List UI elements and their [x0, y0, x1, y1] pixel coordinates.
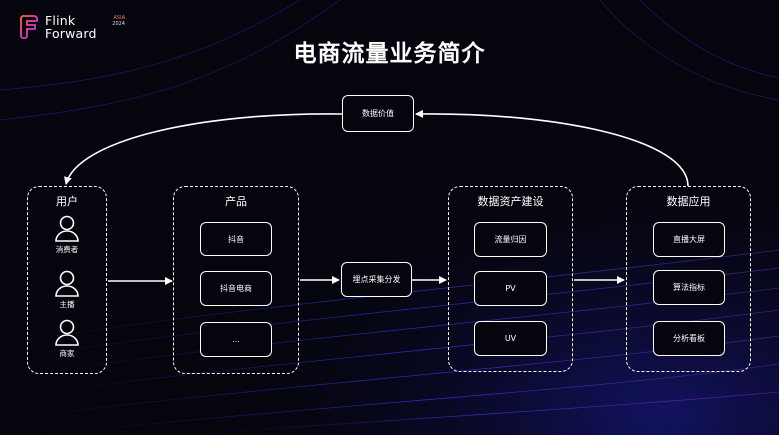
- app-item: 算法指标: [653, 270, 725, 305]
- persona-merchant: 商家: [37, 318, 97, 359]
- logo-line-2: Forward: [45, 26, 97, 41]
- logo-edition: ASIA 2024: [83, 15, 125, 27]
- asset-item: UV: [474, 321, 547, 356]
- logo-edition-year: 2024: [112, 21, 125, 27]
- data-assets-group: 数据资产建设: [448, 186, 573, 372]
- logo-edition-region: ASIA: [113, 15, 126, 21]
- asset-item: 流量归因: [474, 222, 547, 257]
- product-item: 抖音电商: [200, 271, 272, 306]
- data-assets-group-title: 数据资产建设: [477, 195, 544, 208]
- product-item: 抖音: [200, 222, 272, 256]
- persona-label: 主播: [59, 300, 75, 309]
- persona-streamer: 主播: [37, 269, 97, 310]
- persona-consumer: 消费者: [37, 214, 97, 255]
- page-title: 电商流量业务简介: [293, 41, 486, 67]
- data-apps-group: 数据应用: [626, 186, 751, 372]
- flink-forward-logo: Flink Forward ASIA 2024: [20, 13, 125, 41]
- products-group: 产品: [173, 186, 299, 374]
- user-icon: [55, 319, 79, 346]
- app-item: 直播大屏: [653, 222, 725, 257]
- logo-line-1: Flink: [45, 13, 76, 28]
- flink-forward-logo-icon: [20, 15, 38, 39]
- app-item: 分析看板: [653, 321, 725, 356]
- users-group: 用户: [27, 186, 107, 374]
- asset-item: PV: [474, 271, 547, 306]
- data-apps-group-title: 数据应用: [666, 195, 711, 208]
- persona-label: 消费者: [55, 245, 79, 254]
- product-item: ...: [200, 322, 272, 357]
- tracking-collection-node: 埋点采集分发: [341, 262, 412, 297]
- products-group-title: 产品: [225, 195, 247, 208]
- user-icon: [55, 270, 79, 297]
- user-icon: [55, 215, 79, 242]
- data-value-node: 数据价值: [342, 95, 414, 132]
- users-group-title: 用户: [56, 195, 78, 208]
- persona-label: 商家: [59, 349, 75, 358]
